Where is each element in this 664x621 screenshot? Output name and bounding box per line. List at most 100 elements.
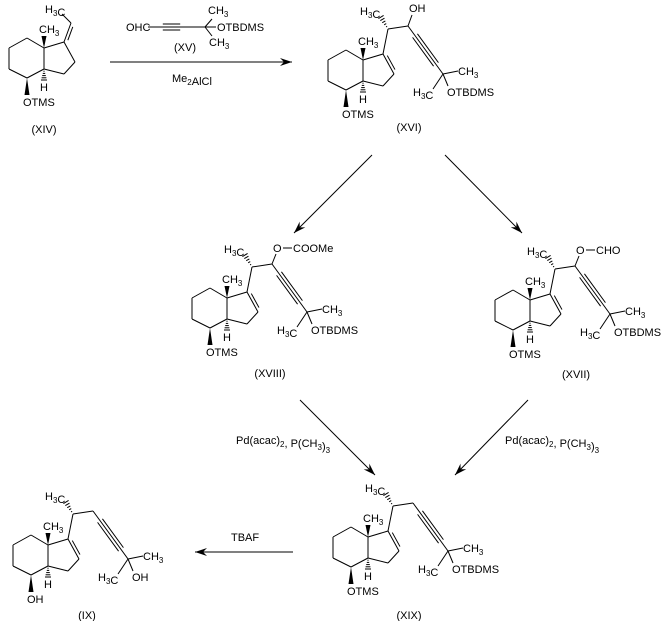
tail-methyl-left-label: H3C [277,325,297,340]
hash-line [249,263,252,266]
arrow-XVIII-to-XIX [299,399,376,476]
bond [67,513,74,540]
bond [332,557,352,568]
arrow-shaft [454,399,529,476]
double-bond-inner [553,295,563,310]
triple-bond-side [97,522,119,552]
bond [512,320,531,331]
tail-group-label: OH [132,572,149,584]
alkyne [407,25,444,75]
bond [271,253,277,265]
arrow-shaft [299,399,376,476]
bond [251,263,273,268]
bond [72,510,94,515]
chain-methyl-label: H3C [45,491,65,506]
tail-group-label: OTBDMS [452,564,499,576]
bond [117,558,129,575]
chain-methyl-hashed-bond [63,500,73,513]
bond [350,557,369,568]
hash-line [68,508,72,511]
hash-line [385,494,390,499]
hash-line [381,20,386,24]
triple-bond-center [574,265,611,315]
bond [367,557,389,564]
angular-methyl-label: CH3 [358,36,379,50]
hash-line [244,255,249,260]
bond [246,266,253,293]
bond [30,534,49,546]
angular-methyl-label: CH3 [39,24,60,38]
alkyne [157,23,186,31]
bond [191,287,211,299]
hash-line [388,500,392,503]
compound-label-XVIII: (XVIII) [254,368,285,380]
bond [30,565,49,576]
alkyne [574,265,611,315]
bond [43,68,65,75]
triple-bond-side [412,37,434,67]
arrow-XVI-to-XVII [444,154,523,234]
bond [494,289,514,301]
hash-line [70,510,73,513]
bond [204,26,213,37]
substituent-label: OH [27,594,44,606]
ring-double-bond [382,53,396,75]
bond [63,61,76,75]
substituent-label: OTMS [347,586,379,598]
ester-group-label: COOMe [293,243,333,255]
angular-methyl-label: CH3 [363,513,384,527]
bond [609,310,626,315]
bond [327,49,347,61]
hash-line [245,258,250,262]
tail-group-label: OTBDMS [614,327,661,339]
compound-label-XVII: (XVII) [562,369,590,381]
bond [12,534,32,546]
compound-label-XIX: (XIX) [396,610,421,621]
double-bond-main [382,53,395,75]
angular-methyl-label: CH3 [525,276,546,290]
bond [350,526,369,538]
ring-h-hashed-bond [45,567,51,578]
molecules-layer: CH3HOTMSH3C(XIV)OHCCH3CH3OTBDMS(XV)CH3HO… [8,3,661,621]
ring-h-hashed-bond [527,322,533,333]
bond [12,565,32,576]
bond [362,53,384,61]
double-bond-inner [391,532,401,547]
double-bond-main [63,22,72,43]
alkyne [412,502,449,552]
substituent-wedge [207,328,213,345]
triple-bond-side [417,33,439,63]
reagent-XVIII-to-XIX: Pd(acac)2, P(CH3)3 [236,435,331,455]
double-bond-inner [71,540,81,555]
ester-oxygen-label: O [576,245,585,257]
chain-methyl-label: H3C [365,483,385,498]
arrowhead [455,463,467,475]
hash-line [385,25,388,28]
arrow-XIV-to-XVI [110,58,292,66]
bond [61,13,72,24]
ester-group-label: CHO [596,245,621,257]
bond [387,550,400,564]
arrow-XIX-to-IX [195,548,293,556]
bond [67,558,80,572]
substituent-label: OTMS [23,97,55,109]
hash-line [390,502,393,505]
hash-line [378,15,384,19]
tail-methyl-right-label: CH3 [322,304,343,318]
methyl-bottom-label: CH3 [209,37,230,51]
compound-label-IX: (IX) [78,610,96,621]
alkyne [271,263,308,313]
hash-line [66,505,71,509]
bond [327,80,347,91]
bond [204,18,213,28]
ring-h-label: H [364,571,372,583]
